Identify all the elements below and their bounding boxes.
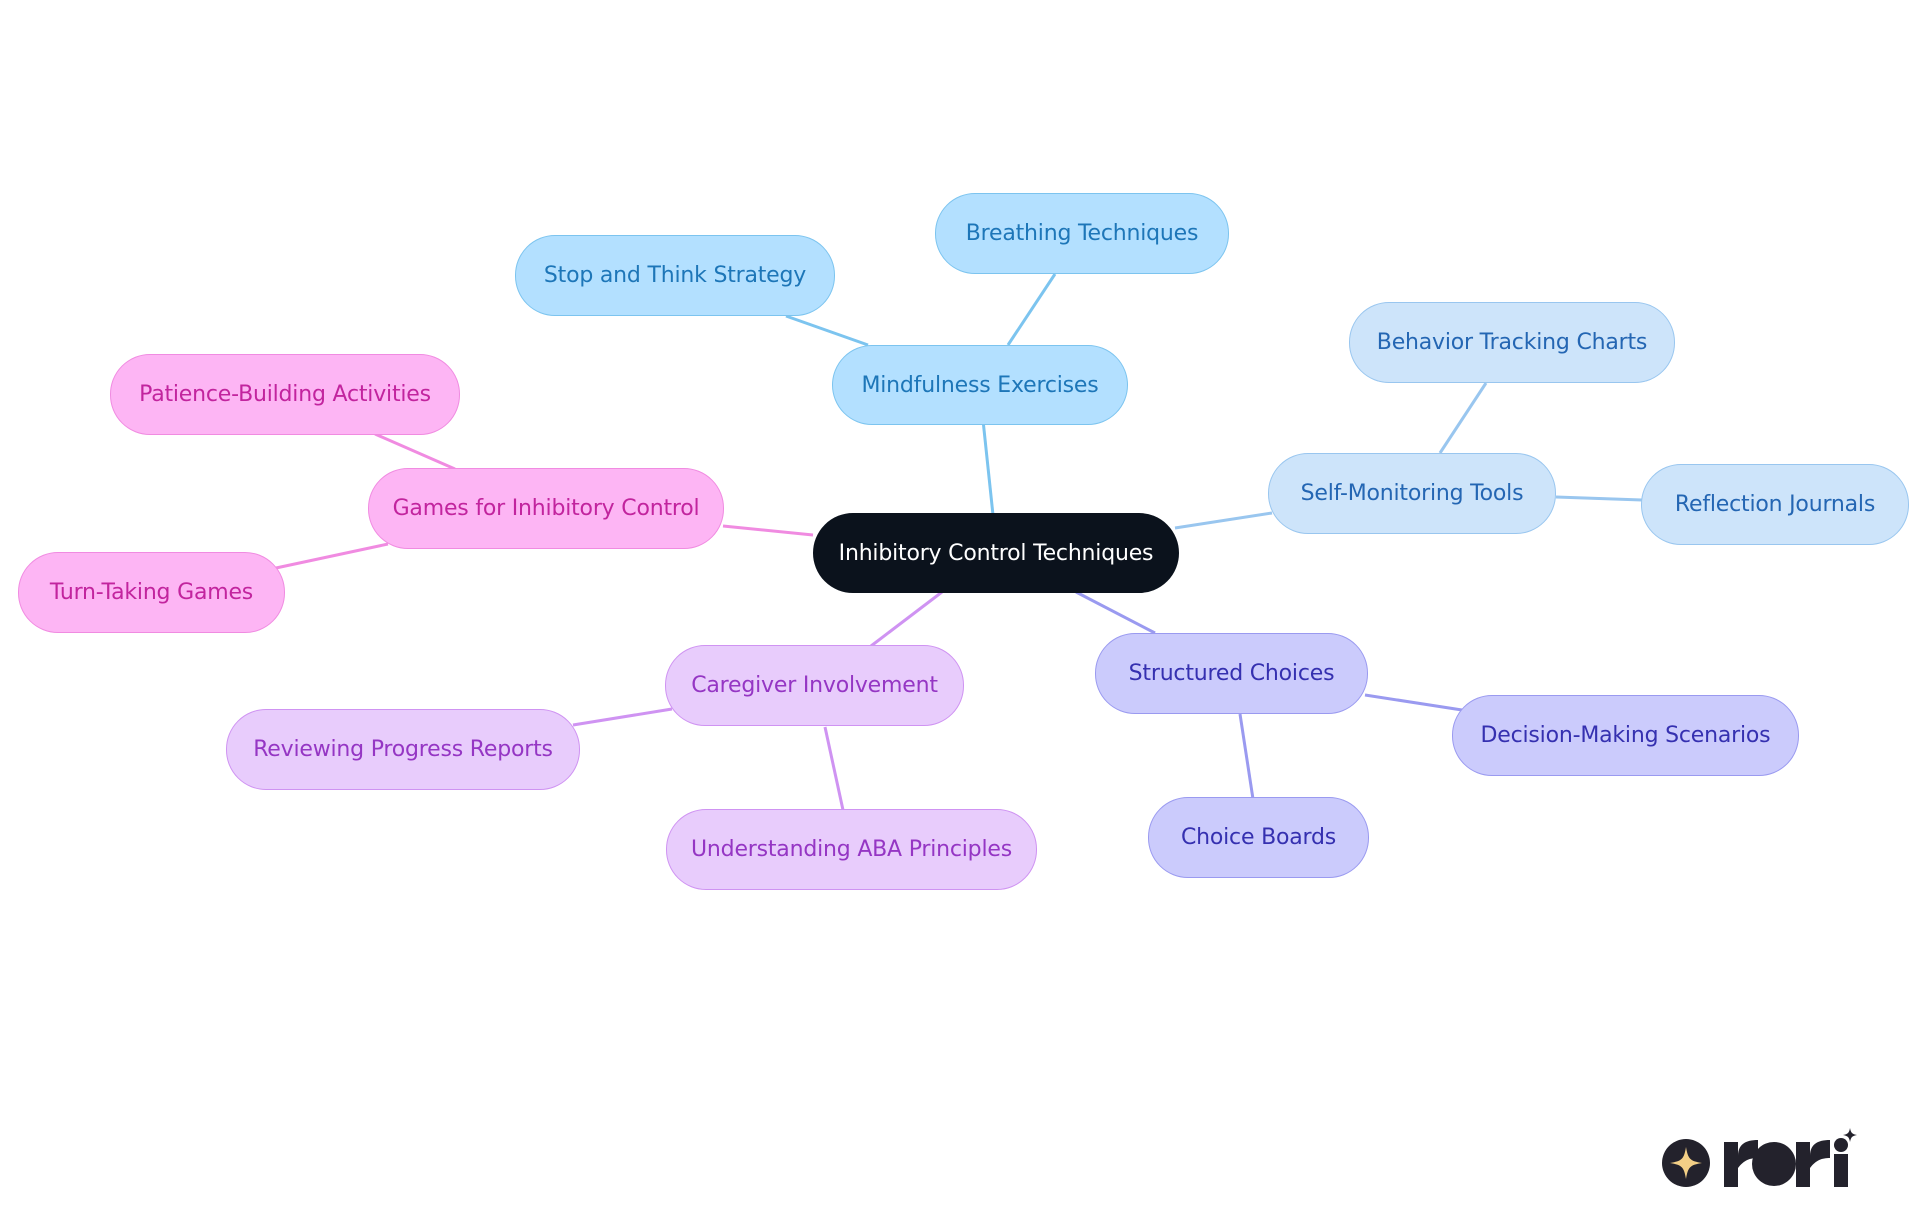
- edge-games-patience: [374, 432, 456, 471]
- node-reviewing-progress-reports[interactable]: Reviewing Progress Reports: [226, 709, 580, 790]
- edge-mindfulness-breathing: [1006, 273, 1057, 346]
- node-reflection-journals[interactable]: Reflection Journals: [1641, 464, 1909, 545]
- edge-root-mindfulness: [981, 419, 995, 516]
- node-structured-choices[interactable]: Structured Choices: [1095, 633, 1368, 714]
- logo-wordmark: [1724, 1128, 1857, 1187]
- edge-caregiver-aba: [823, 726, 845, 811]
- edge-selfmonitoring-behavior: [1438, 382, 1488, 454]
- edge-selfmonitoring-reflection: [1555, 495, 1643, 502]
- node-mindfulness-exercises[interactable]: Mindfulness Exercises: [832, 345, 1128, 425]
- edge-root-selfmonitoring: [1174, 511, 1273, 530]
- node-caregiver-involvement[interactable]: Caregiver Involvement: [665, 645, 964, 726]
- sparkle-icon: [1662, 1139, 1710, 1187]
- edge-structured-decision: [1364, 693, 1463, 712]
- node-stop-and-think-strategy[interactable]: Stop and Think Strategy: [515, 235, 835, 316]
- node-understanding-aba-principles[interactable]: Understanding ABA Principles: [666, 809, 1037, 890]
- edge-root-caregiver: [870, 590, 943, 648]
- node-self-monitoring-tools[interactable]: Self-Monitoring Tools: [1268, 453, 1556, 534]
- edge-root-games: [722, 524, 814, 537]
- node-behavior-tracking-charts[interactable]: Behavior Tracking Charts: [1349, 302, 1675, 383]
- edge-games-turntaking: [275, 542, 389, 570]
- edge-root-structured: [1075, 590, 1156, 635]
- edge-structured-choiceboards: [1238, 713, 1255, 800]
- node-patience-building-activities[interactable]: Patience-Building Activities: [110, 354, 460, 435]
- root-node[interactable]: Inhibitory Control Techniques: [813, 513, 1179, 593]
- node-games-for-inhibitory-control[interactable]: Games for Inhibitory Control: [368, 468, 724, 549]
- node-decision-making-scenarios[interactable]: Decision-Making Scenarios: [1452, 695, 1799, 776]
- node-breathing-techniques[interactable]: Breathing Techniques: [935, 193, 1229, 274]
- rori-logo: [1662, 1128, 1857, 1187]
- node-turn-taking-games[interactable]: Turn-Taking Games: [18, 552, 285, 633]
- edge-mindfulness-stopthink: [785, 314, 869, 347]
- edge-caregiver-progress: [572, 707, 673, 727]
- node-choice-boards[interactable]: Choice Boards: [1148, 797, 1369, 878]
